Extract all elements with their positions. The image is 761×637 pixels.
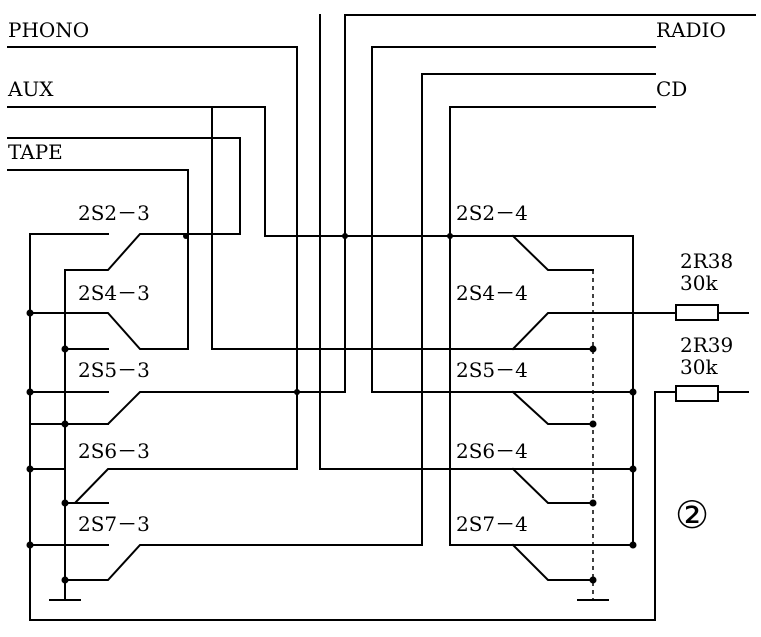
label-2s2-3: 2S2－3 — [78, 201, 150, 225]
label-2s2-4: 2S2－4 — [456, 201, 528, 225]
label-2r39-value: 30k — [680, 355, 718, 379]
label-2r38-value: 30k — [680, 271, 718, 295]
label-2s6-3: 2S6－3 — [78, 439, 150, 463]
left-switch-bank — [29, 233, 677, 621]
resistor-2r38 — [675, 304, 749, 321]
junction-dots — [26, 233, 637, 584]
label-cd: CD — [656, 77, 687, 101]
label-2s5-3: 2S5－3 — [78, 358, 150, 382]
resistor-2r39 — [675, 385, 749, 402]
label-2s7-4: 2S7－4 — [456, 512, 528, 536]
circled-marker: ② — [675, 493, 709, 537]
label-2s4-4: 2S4－4 — [456, 281, 528, 305]
label-2r38: 2R38 — [680, 249, 733, 273]
label-2s7-3: 2S7－3 — [78, 512, 150, 536]
label-aux: AUX — [7, 77, 54, 101]
label-phono: PHONO — [8, 18, 89, 42]
label-2s4-3: 2S4－3 — [78, 281, 150, 305]
label-radio: RADIO — [656, 18, 726, 42]
label-2s6-4: 2S6－4 — [456, 439, 528, 463]
label-2s5-4: 2S5－4 — [456, 358, 528, 382]
label-2r39: 2R39 — [680, 333, 733, 357]
label-tape: TAPE — [8, 140, 63, 164]
